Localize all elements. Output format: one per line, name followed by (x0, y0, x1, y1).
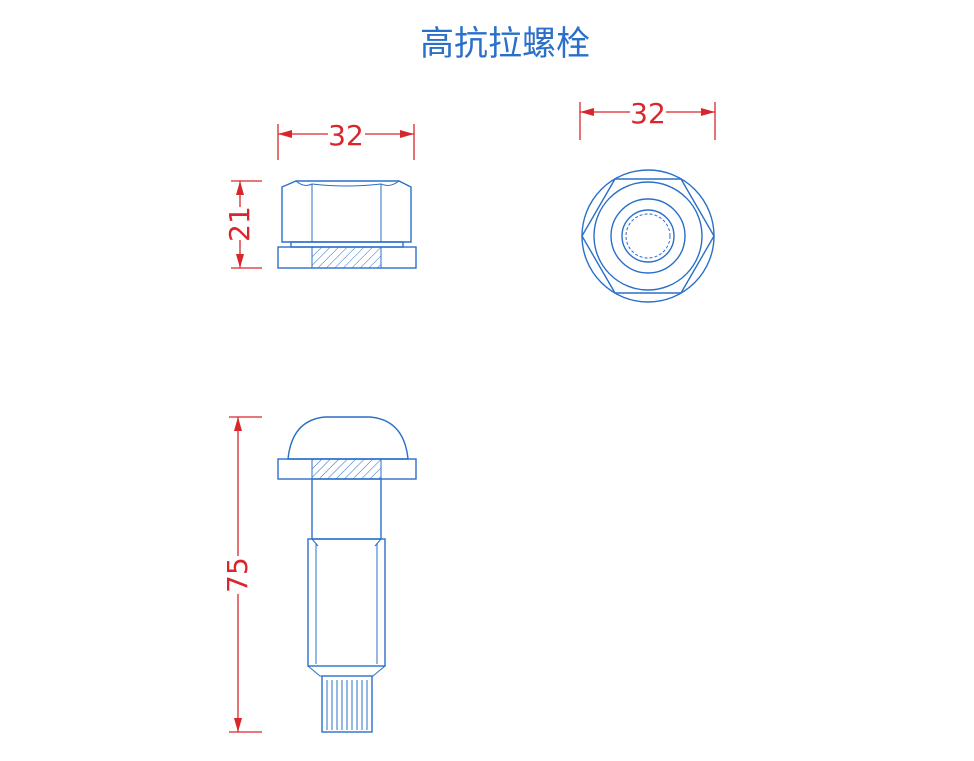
nut-top-washer-circle (593, 181, 703, 291)
bolt-shoulder-left (311, 538, 319, 547)
bolt-spline-tip (321, 675, 373, 733)
nut-section-hatch (311, 246, 382, 269)
nut-side-view (277, 180, 417, 269)
nut-top-view (581, 169, 715, 303)
nut-hex-body (281, 180, 412, 243)
dim-nut-side-width: 32 (277, 119, 415, 160)
bolt-shoulder-right (374, 538, 382, 547)
nut-top-hex (581, 178, 715, 294)
nut-top-outer-circle (581, 169, 715, 303)
bolt-side-view (277, 416, 417, 733)
nut-chamfer-arcs (295, 180, 400, 187)
dim-nut-top-width: 32 (579, 97, 716, 140)
nut-step (290, 241, 404, 248)
dim-label-nut-side-width: 32 (328, 119, 364, 152)
bolt-thread-end (307, 665, 386, 677)
nut-top-bore-circle (610, 198, 686, 274)
bolt-dome-head (287, 416, 409, 460)
bolt-threaded-shank (307, 538, 386, 667)
dim-label-bolt-length: 75 (221, 557, 254, 593)
dim-nut-side-height: 21 (223, 180, 262, 269)
dim-bolt-length: 75 (221, 416, 262, 733)
bolt-spline-lines (326, 680, 368, 730)
nut-top-spline-outer (621, 209, 675, 263)
bolt-section-hatch (311, 458, 382, 480)
drawing-title: 高抗拉螺栓 (420, 24, 590, 64)
dim-label-nut-side-height: 21 (223, 206, 256, 242)
bolt-upper-shank (311, 478, 382, 540)
nut-top-spline-teeth (625, 213, 671, 259)
dim-label-nut-top-width: 32 (630, 97, 666, 130)
